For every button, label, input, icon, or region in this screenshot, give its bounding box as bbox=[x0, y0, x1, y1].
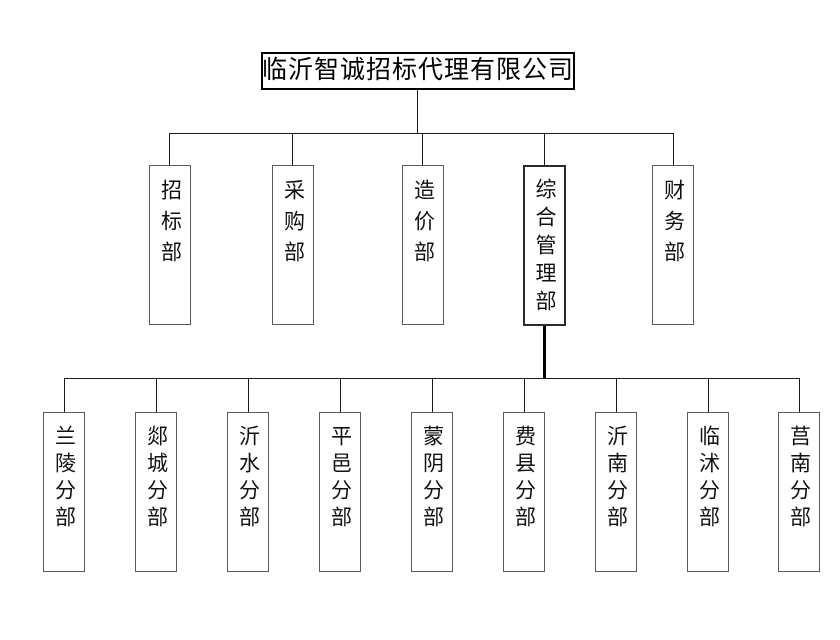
connector-drop-branch-5 bbox=[432, 378, 433, 412]
connector-drop-branch-7 bbox=[616, 378, 617, 412]
org-node-department-3[interactable]: 造价部 bbox=[402, 165, 444, 325]
connector-drop-branch-1 bbox=[64, 378, 65, 412]
connector-drop-branch-9 bbox=[799, 378, 800, 412]
org-node-branch-3-label: 沂水分部 bbox=[236, 425, 261, 533]
org-node-department-1-label: 招标部 bbox=[158, 179, 183, 272]
org-node-branch-3[interactable]: 沂水分部 bbox=[227, 412, 269, 572]
org-node-branch-6[interactable]: 费县分部 bbox=[503, 412, 545, 572]
org-node-company-label: 临沂智诚招标代理有限公司 bbox=[262, 57, 575, 84]
org-node-department-4-label: 综合管理部 bbox=[533, 178, 557, 318]
org-node-company[interactable]: 临沂智诚招标代理有限公司 bbox=[261, 52, 575, 90]
org-node-branch-5[interactable]: 蒙阴分部 bbox=[411, 412, 453, 572]
org-node-department-5[interactable]: 财务部 bbox=[652, 165, 694, 325]
connector-drop-dept-1 bbox=[169, 133, 170, 165]
connector-drop-branch-4 bbox=[340, 378, 341, 412]
connector-drop-dept-5 bbox=[673, 133, 674, 165]
org-node-department-2[interactable]: 采购部 bbox=[272, 165, 314, 325]
org-node-branch-1-label: 兰陵分部 bbox=[52, 425, 77, 533]
connector-drop-branch-6 bbox=[524, 378, 525, 412]
org-node-branch-8-label: 临沭分部 bbox=[696, 425, 721, 533]
connector-root-stem bbox=[417, 90, 418, 133]
connector-drop-dept-2 bbox=[292, 133, 293, 165]
org-node-branch-9[interactable]: 莒南分部 bbox=[778, 412, 820, 572]
org-node-branch-7-label: 沂南分部 bbox=[604, 425, 629, 533]
org-node-department-5-label: 财务部 bbox=[661, 179, 686, 272]
connector-drop-dept-3 bbox=[422, 133, 423, 165]
org-node-department-1[interactable]: 招标部 bbox=[149, 165, 191, 325]
org-node-branch-5-label: 蒙阴分部 bbox=[420, 425, 445, 533]
connector-drop-branch-8 bbox=[708, 378, 709, 412]
org-node-branch-6-label: 费县分部 bbox=[512, 425, 537, 533]
connector-drop-branch-2 bbox=[156, 378, 157, 412]
connector-admin-stem bbox=[543, 326, 546, 379]
org-node-branch-1[interactable]: 兰陵分部 bbox=[43, 412, 85, 572]
connector-drop-dept-4 bbox=[544, 133, 545, 165]
org-node-branch-2[interactable]: 郯城分部 bbox=[135, 412, 177, 572]
org-node-branch-2-label: 郯城分部 bbox=[144, 425, 169, 533]
org-node-branch-4-label: 平邑分部 bbox=[328, 425, 353, 533]
org-node-branch-4[interactable]: 平邑分部 bbox=[319, 412, 361, 572]
connector-department-bus bbox=[169, 133, 674, 134]
org-node-branch-7[interactable]: 沂南分部 bbox=[595, 412, 637, 572]
org-node-department-4[interactable]: 综合管理部 bbox=[523, 165, 566, 326]
org-node-department-2-label: 采购部 bbox=[281, 179, 306, 272]
org-node-branch-8[interactable]: 临沭分部 bbox=[687, 412, 729, 572]
org-node-branch-9-label: 莒南分部 bbox=[787, 425, 812, 533]
connector-drop-branch-3 bbox=[248, 378, 249, 412]
org-node-department-3-label: 造价部 bbox=[411, 179, 436, 272]
